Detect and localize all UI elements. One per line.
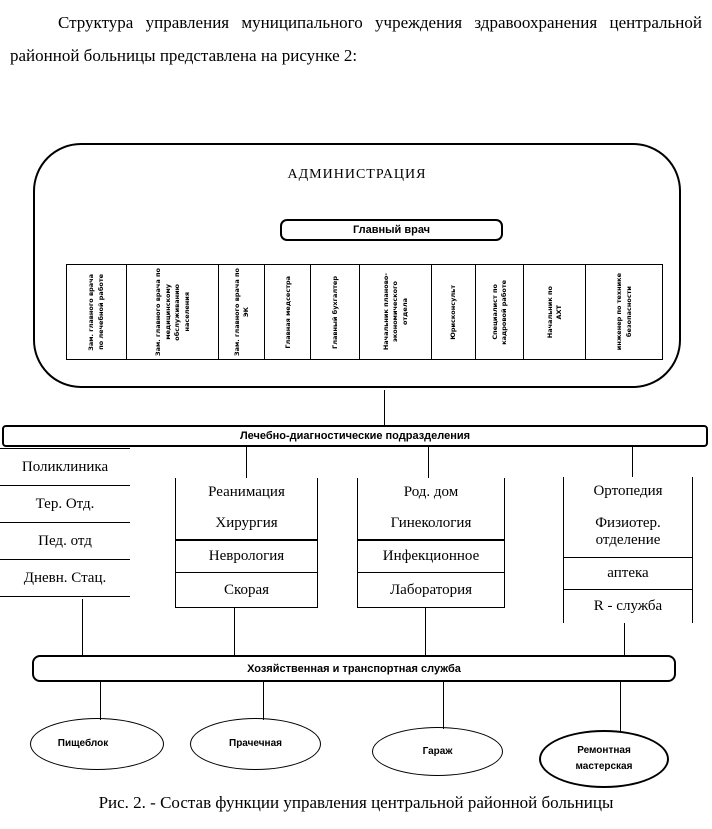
orthopedic-column: Ортопедия Физиотер. отделение аптека R -… [563,477,693,623]
list-item: Дневн. Стац. [0,560,130,597]
staff-label: обслуживанию [173,283,182,341]
staff-cell-deputy-population-service: Зам. главного врача по медицинскому обсл… [125,265,219,359]
staff-label: Юрисконсульт [448,284,457,340]
staff-label: Главная медсестра [283,275,292,349]
department-item-line: Физиотер. [595,514,661,531]
list-item: Поликлиника [0,449,130,486]
staff-label: Зам. главного врача [87,273,96,351]
connector-line [443,682,444,729]
service-transport-bar: Хозяйственная и транспортная служба [32,655,676,682]
food-unit-ellipse: Пищеблок [30,718,164,770]
list-item: Пед. отд [0,523,130,560]
department-item: Ортопедия [593,483,663,500]
connector-line [632,447,633,477]
staff-label: инженер по технике [615,273,624,351]
ellipse-label: Гараж [422,745,453,757]
staff-label: ЭК [242,306,251,318]
repair-shop-ellipse: Ремонтная мастерская [539,730,669,788]
garage-ellipse: Гараж [372,727,503,776]
staff-label: безопасности [624,286,633,338]
connector-line [100,682,101,720]
department-item: Инфекционное [358,541,504,573]
department-item: Лаборатория [389,581,473,598]
department-item: Скорая [223,581,270,598]
staff-label: кадровой работе [500,279,509,345]
connector-line [425,608,426,655]
laundry-ellipse: Прачечная [190,718,321,770]
staff-label: отдела [400,298,409,326]
ellipse-label: Прачечная [229,738,282,749]
ellipse-label: Ремонтная [577,745,631,756]
staff-cell-planning-department-head: Начальник планово- экономического отдела [359,265,431,359]
staff-cell-legal-adviser: Юрисконсульт [430,265,475,359]
department-item: Гинекология [358,508,504,541]
maternity-column: Род. дом Гинекология Инфекционное Лабора… [357,478,505,608]
department-item: R - служба [593,597,663,614]
department-item: Род. дом [403,484,459,501]
connector-line [428,447,429,478]
staff-label: Начальник по [545,285,554,339]
department-item: аптека [564,558,692,590]
connector-line [234,608,235,655]
polyclinic-list: Поликлиника Тер. Отд. Пед. отд Дневн. Ст… [0,448,130,597]
staff-label: Начальник планово- [381,273,390,351]
medical-divisions-bar: Лечебно-диагностические подразделения [2,425,708,447]
administration-container: АДМИНИСТРАЦИЯ Главный врач Зам. главного… [33,143,681,388]
staff-cell-safety-engineer: инженер по технике безопасности [585,265,662,359]
staff-label: Зам. главного врача по [154,267,163,356]
figure-caption: Рис. 2. - Состав функции управления цент… [98,793,614,812]
department-item: Неврология [176,541,317,573]
list-item: Тер. Отд. [0,486,130,523]
department-item: Физиотер. отделение [564,507,692,558]
staff-label: по лечебной работе [96,274,105,350]
chief-doctor-box: Главный врач [280,219,503,241]
staff-cell-head-nurse: Главная медсестра [264,265,310,359]
connector-line [246,447,247,478]
intro-paragraph: Структура управления муниципального учре… [10,13,702,66]
connector-line [384,390,385,425]
org-chart: АДМИНИСТРАЦИЯ Главный врач Зам. главного… [0,130,712,829]
emergency-column: Реанимация Хирургия Неврология Скорая [175,478,318,608]
staff-cell-deputy-ek: Зам. главного врача по ЭК [218,265,264,359]
department-item-line: отделение [595,532,661,548]
admin-staff-strip: Зам. главного врача по лечебной работе З… [66,264,663,360]
staff-label: Главный бухгалтер [330,275,339,349]
staff-label: населения [182,292,191,332]
ellipse-label: Пищеблок [57,738,109,749]
staff-label: медицинскому [163,284,172,340]
connector-line [620,682,621,732]
connector-line [624,623,625,655]
staff-label: АХТ [555,304,564,320]
staff-cell-chief-accountant: Главный бухгалтер [310,265,359,359]
ellipse-label: мастерская [575,761,633,772]
staff-label: экономического [391,281,400,343]
staff-cell-deputy-medical-work: Зам. главного врача по лечебной работе [67,265,126,359]
department-item: Реанимация [208,484,285,501]
staff-label: Зам. главного врача по [232,267,241,356]
administration-title: АДМИНИСТРАЦИЯ [287,167,427,182]
department-item: Хирургия [176,508,317,541]
staff-cell-aht-head: Начальник по АХТ [523,265,585,359]
staff-cell-hr-specialist: Специалист по кадровой работе [474,265,524,359]
connector-line [263,682,264,720]
staff-label: Специалист по [490,284,499,340]
connector-line [82,599,83,655]
